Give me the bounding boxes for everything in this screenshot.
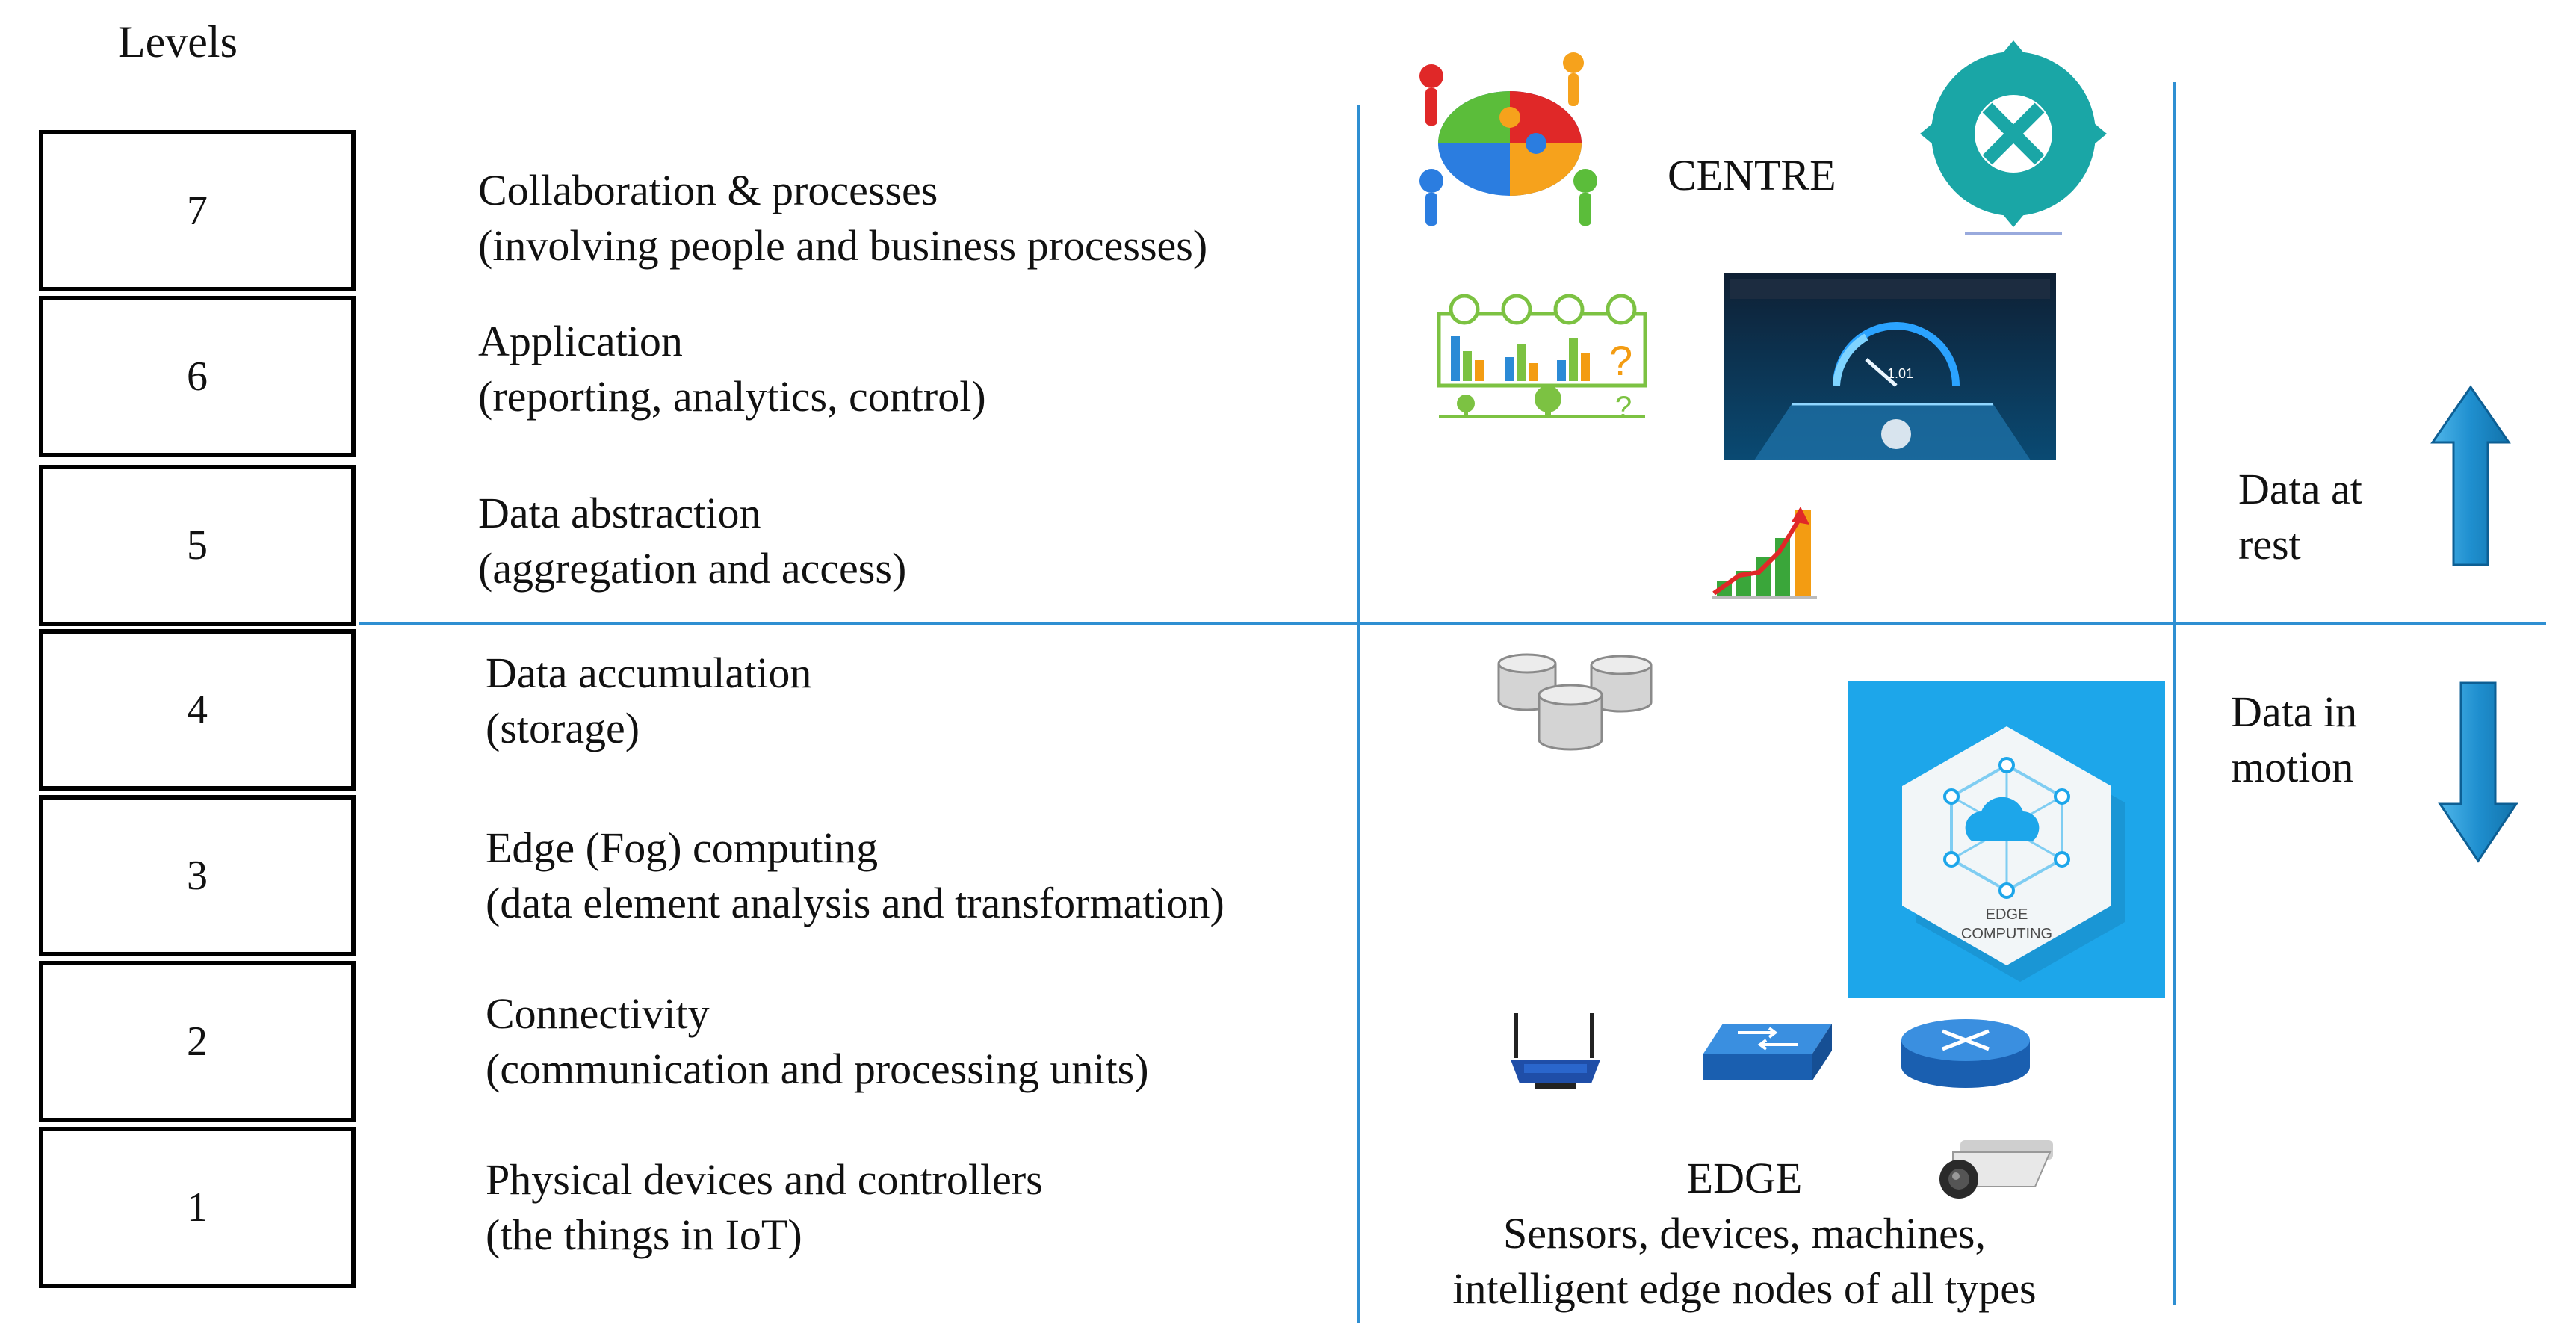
rest-motion-divider [359,622,2546,625]
process-cycle-icon [1920,40,2107,239]
data-at-rest-line1: Data at [2238,465,2362,513]
level-box-3: 3 [39,795,356,956]
level-4-detail: (storage) [486,704,640,752]
edge-description-line1: Sensors, devices, machines, [1503,1209,1986,1258]
network-switch-icon [1700,1016,1835,1091]
down-arrow-icon [2437,680,2519,864]
data-in-motion-line1: Data in [2231,687,2358,736]
level-box-6: 6 [39,296,356,457]
camera-icon [1938,1134,2058,1209]
speedometer-readout: 1.01 [1887,366,1913,381]
levels-title: Levels [118,17,238,67]
centre-edge-left-divider [1357,105,1360,1323]
up-arrow-icon [2430,384,2512,568]
level-box-1: 1 [39,1127,356,1288]
edge-computing-icon: EDGE COMPUTING [1848,681,2165,998]
data-in-motion-label: Data in motion [2231,684,2357,795]
level-1-description: Physical devices and controllers (the th… [486,1152,1043,1263]
level-box-2: 2 [39,961,356,1122]
puzzle-people-icon [1417,46,1603,233]
edge-label-block: EDGE Sensors, devices, machines, intelli… [1390,1151,2099,1317]
level-5-detail: (aggregation and access) [478,544,907,593]
level-5-description: Data abstraction (aggregation and access… [478,486,906,596]
level-7-title: Collaboration & processes [478,166,938,214]
level-4-description: Data accumulation (storage) [486,646,811,756]
level-1-detail: (the things in IoT) [486,1210,802,1259]
level-2-description: Connectivity (communication and processi… [486,986,1149,1097]
edge-label: EDGE [1686,1154,1803,1202]
level-5-title: Data abstraction [478,489,761,537]
analytics-clock-icon: ? ? [1436,291,1653,433]
level-3-detail: (data element analysis and transformatio… [486,879,1224,927]
centre-label: CENTRE [1668,151,1836,200]
level-7-detail: (involving people and business processes… [478,221,1208,270]
wireless-router-icon [1508,1010,1605,1092]
level-2-detail: (communication and processing units) [486,1045,1149,1093]
svg-text:?: ? [1609,337,1632,384]
database-icon [1491,649,1660,761]
level-box-5: 5 [39,465,356,626]
edge-computing-badge-line2: COMPUTING [1961,926,2052,942]
level-6-description: Application (reporting, analytics, contr… [478,314,986,424]
level-3-title: Edge (Fog) computing [486,823,879,872]
data-in-motion-line2: motion [2231,743,2354,791]
level-2-title: Connectivity [486,989,710,1038]
level-7-description: Collaboration & processes (involving peo… [478,163,1207,273]
edge-description-line2: intelligent edge nodes of all types [1452,1264,2037,1313]
level-6-detail: (reporting, analytics, control) [478,372,986,421]
data-column-divider [2173,82,2176,1305]
level-6-title: Application [478,317,683,365]
edge-computing-badge-line1: EDGE [1986,906,2028,923]
speedometer-icon: 1.01 [1724,273,2056,460]
growth-chart-icon [1709,499,1829,601]
level-3-description: Edge (Fog) computing (data element analy… [486,820,1224,931]
data-at-rest-label: Data at rest [2238,462,2362,572]
svg-text:?: ? [1615,391,1632,424]
data-at-rest-line2: rest [2238,520,2301,569]
level-1-title: Physical devices and controllers [486,1155,1043,1204]
router-icon [1898,1013,2034,1092]
level-box-7: 7 [39,130,356,291]
level-4-title: Data accumulation [486,649,812,697]
level-box-4: 4 [39,629,356,791]
